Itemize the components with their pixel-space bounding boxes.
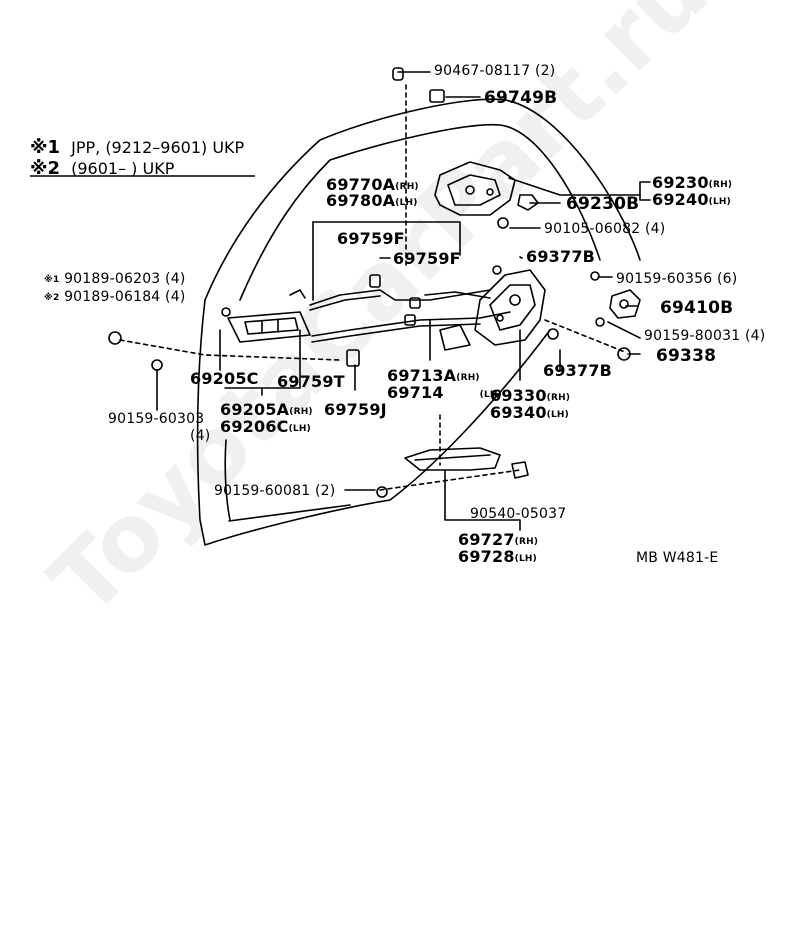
label-69338: 69338 (656, 346, 717, 366)
label-69340: 69340(LH) (490, 403, 569, 422)
note-text-1: JPP, (9212–9601) UKP (71, 138, 245, 157)
label-69410B: 69410B (660, 298, 734, 318)
door-outer-frame (204, 98, 641, 301)
label-69759T: 69759T (277, 372, 345, 391)
note-mark-1: ※1 (30, 137, 61, 158)
label-69205C: 69205C (190, 369, 259, 388)
label-69759J: 69759J (324, 400, 387, 419)
label-90159-60303: 90159-60303 (108, 411, 205, 427)
label-69713A: 69713A(RH) (387, 366, 480, 385)
label-90105-06082: 90105-06082 (4) (544, 221, 666, 237)
lock-rod-lower (311, 311, 511, 337)
label-69377B-top: 69377B (526, 247, 596, 266)
label-69240: 69240(LH) (652, 190, 731, 209)
label-90189-06184: ※2 90189-06184 (4) (44, 289, 186, 305)
note-ukp: ※2 (9601– ) UKP (30, 158, 174, 179)
label-90159-80031: 90159-80031 (4) (644, 328, 766, 344)
door-striker (609, 289, 641, 319)
note-text-2: (9601– ) UKP (71, 159, 175, 178)
note-jpp: ※1 JPP, (9212–9601) UKP (30, 137, 244, 158)
label-69728: 69728(LH) (458, 547, 537, 566)
label-90189-06203: ※1 90189-06203 (4) (44, 271, 186, 287)
label-69377B-bottom: 69377B (543, 361, 613, 380)
label-69330: 69330(RH) (490, 386, 571, 405)
label-69759F-a: 69759F (337, 229, 405, 248)
label-69230: 69230(RH) (652, 173, 733, 192)
label-90467-08117: 90467-08117 (2) (434, 63, 556, 79)
lock-rod-upper (309, 289, 491, 306)
outside-handle (227, 311, 311, 343)
label-90540-05037: 90540-05037 (470, 506, 567, 522)
label-69780A: 69780A(LH) (326, 191, 418, 210)
label-69727: 69727(RH) (458, 530, 539, 549)
door-lower-body (196, 299, 551, 546)
label-90159-60356: 90159-60356 (6) (616, 271, 738, 287)
label-90159-60303-qty: (4) (190, 428, 211, 444)
label-69230B: 69230B (566, 194, 640, 214)
label-69770A: 69770A(RH) (326, 175, 419, 194)
door-lock-actuator (434, 161, 516, 216)
diagram-code: MB W481-E (636, 550, 719, 566)
label-69206C: 69206C(LH) (220, 417, 311, 436)
label-69759F-b: 69759F (393, 249, 461, 268)
note-mark-2: ※2 (30, 158, 61, 179)
label-69714: 69714(LH) (387, 383, 502, 402)
label-69749B: 69749B (484, 88, 558, 108)
label-90159-60081: 90159-60081 (2) (214, 483, 336, 499)
door-lock-mechanism (474, 269, 546, 346)
door-inner-frame (239, 123, 601, 301)
label-69205A: 69205A(RH) (220, 400, 313, 419)
inside-handle-control (404, 447, 501, 471)
